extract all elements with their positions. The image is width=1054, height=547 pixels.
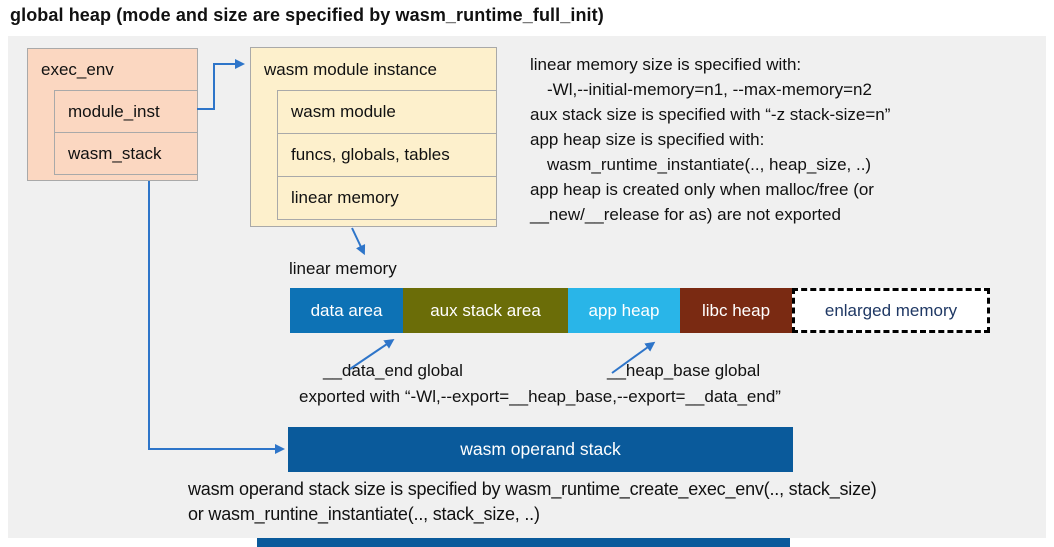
- heap-base-global-label: __heap_base global: [607, 361, 761, 380]
- segment-label: app heap: [588, 300, 660, 320]
- note-line: wasm operand stack size is specified by …: [188, 479, 877, 499]
- linear-memory-label: linear memory: [289, 259, 397, 278]
- exported-with-label: exported with “-Wl,--export=__heap_base,…: [299, 387, 781, 406]
- wasm-module-row: wasm module: [277, 90, 497, 134]
- segment-enlarged-memory: enlarged memory: [792, 288, 990, 333]
- data-end-global-label: __data_end global: [323, 361, 463, 380]
- diagram-title: global heap (mode and size are specified…: [10, 5, 604, 25]
- note-line: -Wl,--initial-memory=n1, --max-memory=n2: [547, 80, 872, 99]
- cutoff-bottom-bar: [257, 538, 790, 547]
- segment-label: aux stack area: [430, 300, 541, 320]
- wasm-module-instance-box: wasm module instance wasm module funcs, …: [250, 47, 497, 227]
- wasm-operand-stack-label: wasm operand stack: [460, 439, 621, 459]
- module-inst-row: module_inst: [54, 90, 198, 133]
- linear-memory-row: linear memory: [277, 176, 497, 220]
- exec-env-box: exec_env module_inst wasm_stack: [27, 48, 198, 181]
- wasm-stack-row: wasm_stack: [54, 132, 198, 175]
- note-line: app heap size is specified with:: [530, 130, 765, 149]
- segment-data-area: data area: [290, 288, 403, 333]
- segment-aux-stack-area: aux stack area: [403, 288, 568, 333]
- note-line: or wasm_runtine_instantiate(.., stack_si…: [188, 503, 540, 524]
- memory-size-notes: linear memory size is specified with: -W…: [530, 52, 890, 227]
- note-line: wasm_runtime_instantiate(.., heap_size, …: [547, 155, 872, 174]
- segment-label: data area: [310, 300, 383, 320]
- funcs-globals-tables-row: funcs, globals, tables: [277, 133, 497, 177]
- wasm-operand-stack-bar: wasm operand stack: [288, 427, 793, 472]
- note-line: aux stack size is specified with “-z sta…: [530, 105, 891, 124]
- wasm-module-instance-header: wasm module instance: [264, 60, 437, 79]
- segment-app-heap: app heap: [568, 288, 680, 333]
- note-line: __new/__release for as) are not exported: [530, 205, 841, 224]
- operand-stack-notes: wasm operand stack size is specified by …: [188, 477, 877, 526]
- segment-libc-heap: libc heap: [680, 288, 792, 333]
- linear-memory-bar: data area aux stack area app heap libc h…: [290, 288, 990, 333]
- note-line: app heap is created only when malloc/fre…: [530, 180, 874, 199]
- exec-env-header: exec_env: [41, 60, 114, 79]
- note-line: linear memory size is specified with:: [530, 55, 802, 74]
- segment-label: enlarged memory: [824, 300, 958, 320]
- segment-label: libc heap: [701, 300, 771, 320]
